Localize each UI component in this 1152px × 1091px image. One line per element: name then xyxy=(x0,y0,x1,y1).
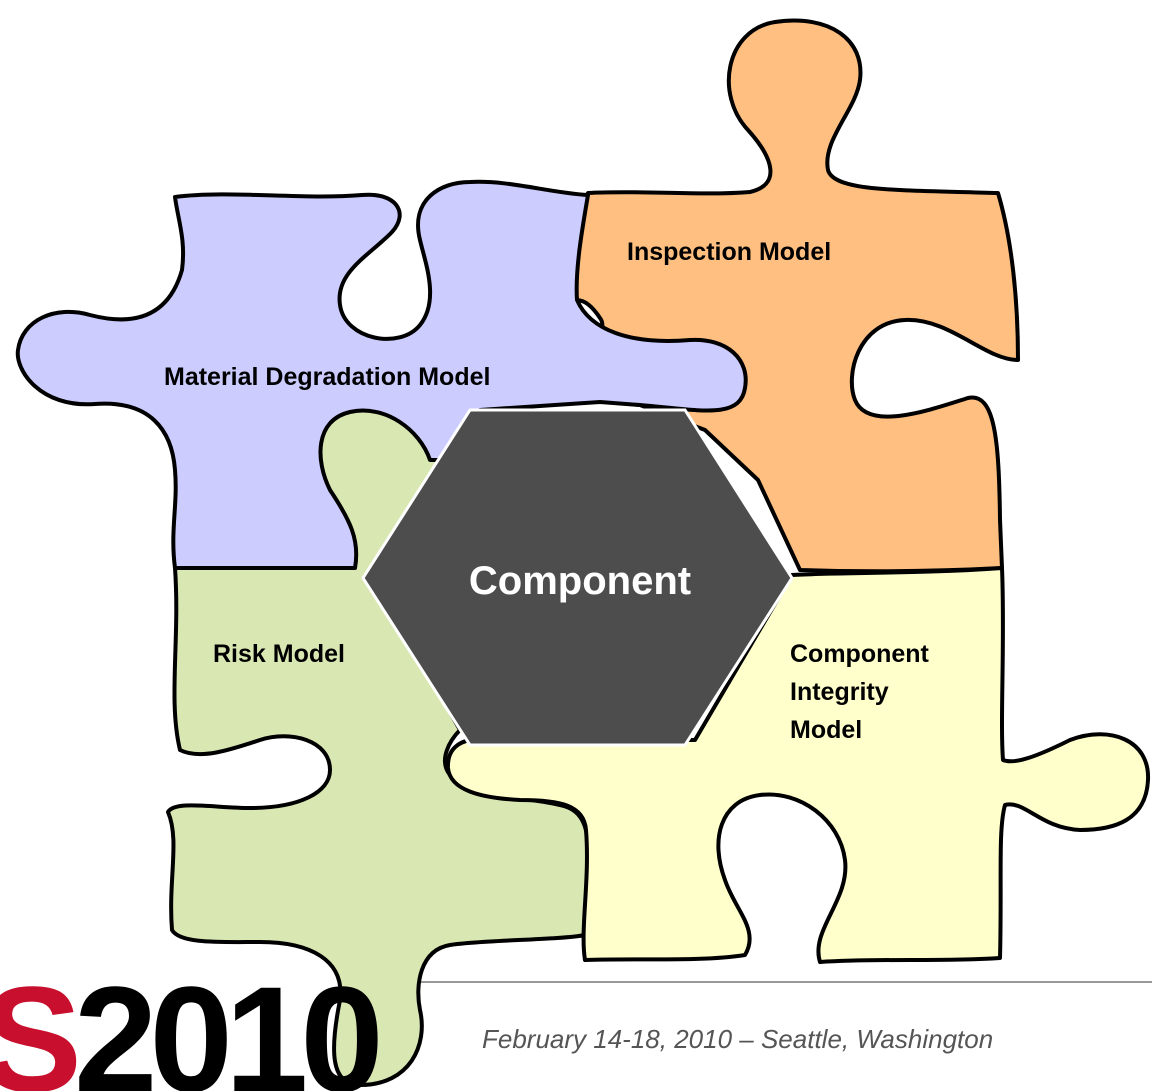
material-degradation-model-piece xyxy=(15,179,748,570)
integrity-label-line-1: Component xyxy=(790,640,930,668)
component-hexagon xyxy=(361,408,794,747)
integrity-label-line-3: Model xyxy=(790,716,862,744)
logo-prefix: S xyxy=(0,955,77,1091)
svg-text:S2010: S2010 xyxy=(0,955,378,1091)
integrity-label-line-2: Integrity xyxy=(790,678,889,706)
footer-date-text: February 14-18, 2010 – Seattle, Washingt… xyxy=(482,1024,994,1054)
material-degradation-model-label: Material Degradation Model xyxy=(164,363,490,391)
inspection-model-label: Inspection Model xyxy=(627,238,831,266)
logo-year: 2010 xyxy=(74,955,378,1091)
conference-logo: S2010 xyxy=(0,955,386,1091)
component-integrity-model-piece xyxy=(445,566,1151,964)
risk-model-label: Risk Model xyxy=(213,640,345,668)
component-center-label: Component xyxy=(469,559,691,603)
